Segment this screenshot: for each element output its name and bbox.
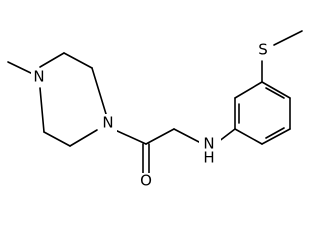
atom-labels: N N O N H S [31,41,271,191]
bond-pip-2 [63,52,93,69]
bond-ring-2 [261,128,291,145]
bond-ring-inner-2 [265,127,285,139]
atom-n-methyl: N [33,68,44,86]
atom-s-thioether: S [258,41,268,59]
atom-n-amine: N [203,135,214,153]
bond-pip-1 [39,52,65,68]
molecule-structure: N N O N H S [7,30,303,191]
structure-canvas: N N O N H S [7,30,303,191]
bond-pip-4 [69,129,98,147]
bond-methyl-n [7,61,36,76]
bond-carbonyl-ch2 [145,128,175,145]
bond-ch2-nh [173,128,200,143]
bond-pip-6 [39,87,45,133]
atom-o-carbonyl: O [140,172,152,190]
bond-pip-5 [43,131,71,147]
bond-n-carbonyl [114,129,147,145]
bond-ring-5 [234,81,263,99]
bond-s-methyl [273,30,303,46]
bonds [7,30,303,174]
bond-ring-4 [261,81,291,99]
atom-n-acyl: N [102,114,113,132]
bond-ring-inner-3 [265,87,285,99]
bond-ring-1 [234,128,263,145]
atom-h-amine: H [203,149,214,167]
bond-pip-3 [91,67,107,115]
